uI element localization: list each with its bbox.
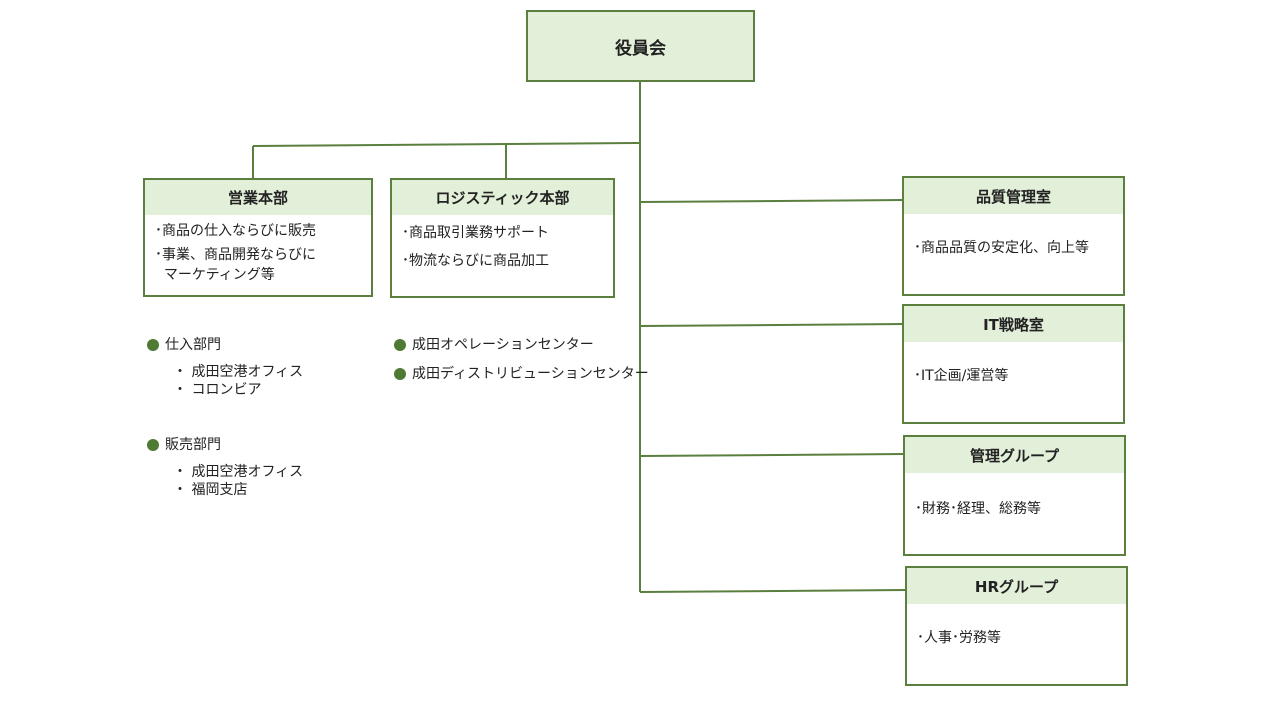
bullet-dot-icon [394,368,406,380]
section-title: 成田ディストリビューションセンター [412,366,649,382]
bullet-dot-icon [147,439,159,451]
section-title: 販売部門 [165,437,221,453]
quality-office-title: 品質管理室 [904,178,1123,214]
admin-group-body: ･財務･経理、総務等 [905,473,1124,525]
board-label: 役員会 [615,38,666,59]
sales-division-body: ･商品の仕入ならびに販売 ･事業、商品開発ならびに マーケティング等 [145,215,371,291]
quality-branch-line [639,199,904,203]
logistics-section-distribution: 成田ディストリビューションセンター [394,365,649,383]
sales-division-box: 営業本部 ･商品の仕入ならびに販売 ･事業、商品開発ならびに マーケティング等 [143,178,373,297]
sales-duty-line: ･事業、商品開発ならびに [155,247,316,263]
bullet-dot-icon [147,339,159,351]
logistics-division-body: ･商品取引業務サポート ･物流ならびに商品加工 [392,215,613,277]
logistics-duty-line: ･物流ならびに商品加工 [402,253,549,269]
hr-group-title: HRグループ [907,568,1126,604]
it-strategy-title: IT戦略室 [904,306,1123,342]
section-item: ・ 成田空港オフィス [173,464,304,480]
admin-group-title: 管理グループ [905,437,1124,473]
board-box: 役員会 [526,10,755,82]
logistics-division-title: ロジスティック本部 [392,180,613,215]
left-branch-line [252,142,641,147]
logistics-division-box: ロジスティック本部 ･商品取引業務サポート ･物流ならびに商品加工 [390,178,615,298]
sales-duty-line: マーケティング等 [155,267,275,283]
quality-office-box: 品質管理室 ･商品品質の安定化、向上等 [902,176,1125,296]
it-strategy-box: IT戦略室 ･IT企画/運営等 [902,304,1125,424]
sales-division-title: 営業本部 [145,180,371,215]
section-item: ・ コロンビア [173,382,262,398]
hr-group-box: HRグループ ･人事･労務等 [905,566,1128,686]
quality-duty-line: ･商品品質の安定化、向上等 [914,240,1089,256]
hr-duty-line: ･人事･労務等 [917,630,1001,646]
logistics-section-operations: 成田オペレーションセンター [394,336,594,354]
bullet-dot-icon [394,339,406,351]
sales-duty-line: ･商品の仕入ならびに販売 [155,223,316,239]
it-duty-line: ･IT企画/運営等 [914,368,1009,384]
section-item: ・ 成田空港オフィス [173,364,304,380]
hr-branch-line [639,589,907,593]
admin-group-box: 管理グループ ･財務･経理、総務等 [903,435,1126,556]
section-title: 成田オペレーションセンター [412,337,594,353]
admin-duty-line: ･財務･経理、総務等 [915,501,1041,517]
quality-office-body: ･商品品質の安定化、向上等 [904,214,1123,264]
logistics-duty-line: ･商品取引業務サポート [402,225,549,241]
admin-branch-line [639,453,905,457]
hr-group-body: ･人事･労務等 [907,604,1126,654]
it-strategy-body: ･IT企画/運営等 [904,342,1123,392]
section-item: ・ 福岡支店 [173,482,248,498]
section-title: 仕入部門 [165,337,221,353]
sales-section-sales: 販売部門 ・ 成田空港オフィス ・ 福岡支店 [147,436,303,499]
sales-section-purchasing: 仕入部門 ・ 成田空港オフィス ・ コロンビア [147,336,303,399]
it-branch-line [639,323,904,327]
